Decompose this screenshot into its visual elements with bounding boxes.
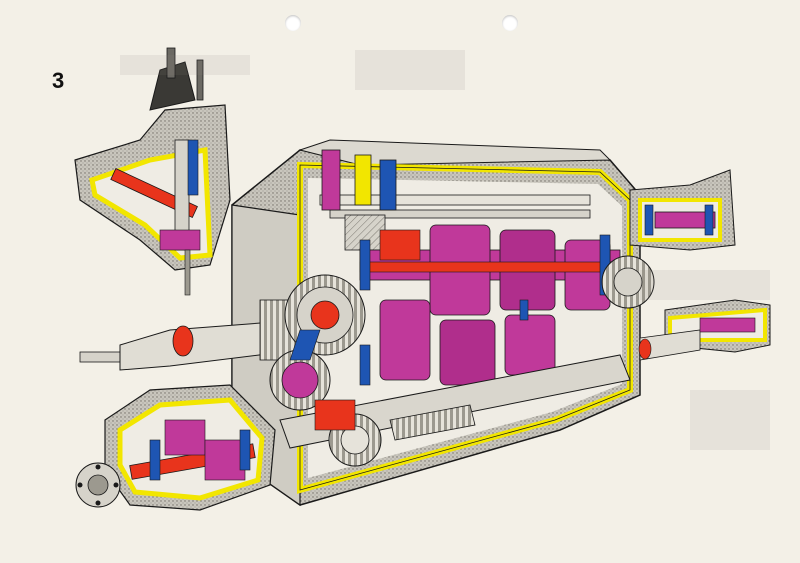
punch-hole [285,15,301,31]
punch-hole [502,15,518,31]
output-shaft-cutaway [638,299,771,361]
shift-mechanism-cutaway [74,47,231,296]
transfer-case-cutaway [75,384,276,511]
output-flange-cutaway [629,169,736,251]
paper-show-through [120,50,770,450]
input-shaft [79,274,366,371]
main-shaft-gears [359,224,631,386]
page-number: 3 [52,68,65,93]
rear-ring-gear [601,255,655,309]
countershaft [269,329,631,467]
